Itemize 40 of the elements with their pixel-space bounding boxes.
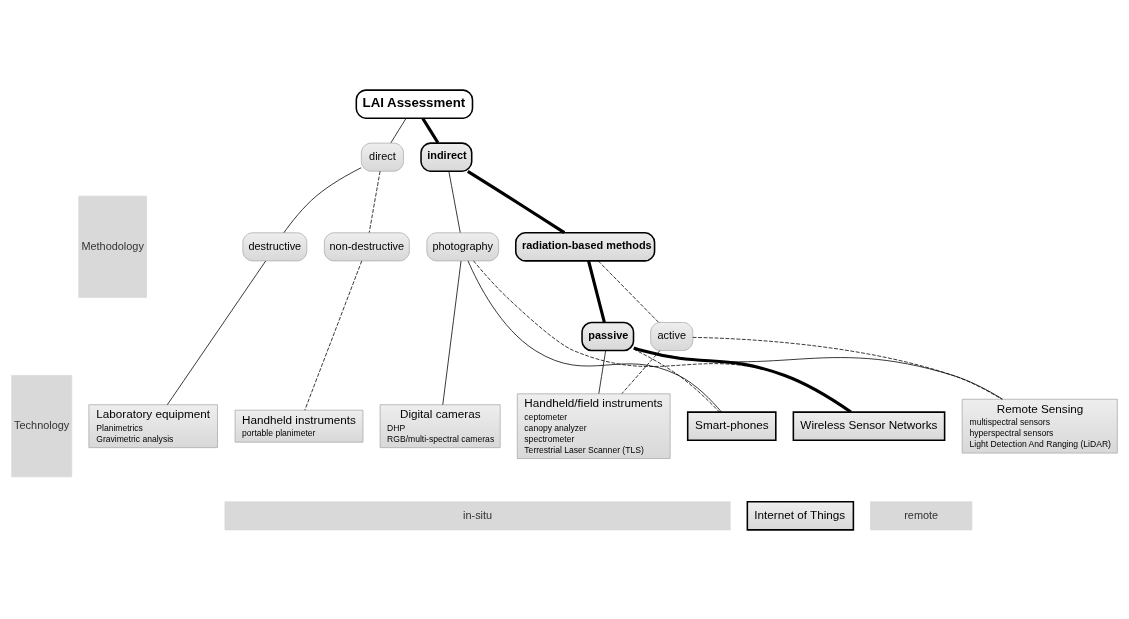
connector	[448, 170, 461, 233]
node-box: Laboratory equipment Planimetrics Gravimetric analysis	[88, 403, 218, 448]
node-box: active	[650, 321, 694, 351]
node-box: destructive	[242, 231, 308, 261]
node-box: Handheld instruments portable planimeter	[234, 409, 364, 443]
connector	[633, 348, 720, 412]
connector	[587, 260, 606, 323]
connector	[368, 170, 381, 233]
node-box: Digital cameras DHP RGB/multi-spectral cameras	[379, 403, 501, 448]
connector	[633, 345, 852, 413]
node-box: passive	[581, 321, 635, 351]
node-box: radiation-based methods	[515, 231, 656, 262]
connector	[633, 347, 1004, 400]
node-box: indirect	[420, 141, 473, 172]
node-box: Remote Sensing multispectral sensors hyperspectral sensors Light Detection And Ranging (LiDAR)	[961, 398, 1118, 453]
node-box: direct	[361, 142, 404, 172]
node-box: Internet of Things	[746, 500, 855, 531]
node-box: Smart-phones	[686, 410, 777, 441]
connector	[421, 117, 440, 144]
node-box: Wireless Sensor Networks	[792, 410, 946, 441]
connector	[692, 336, 1002, 400]
connector	[598, 349, 607, 394]
connector	[597, 260, 659, 323]
connector	[473, 260, 852, 412]
node-box: Methodology	[78, 195, 147, 298]
node-box: non-destructive	[323, 231, 410, 261]
connector	[621, 349, 661, 394]
connector	[466, 169, 566, 234]
connector	[390, 117, 407, 143]
connector	[167, 260, 267, 405]
node-box: in-situ	[224, 500, 731, 530]
connector	[442, 260, 462, 405]
node-box: LAI Assessment	[355, 88, 474, 119]
connector	[304, 260, 363, 410]
node-box: photography	[426, 231, 499, 261]
connector	[283, 166, 362, 233]
node-box: remote	[870, 500, 973, 530]
node-box: Technology	[11, 374, 73, 477]
node-box: Handheld/field instruments ceptometer canopy analyzer spectrometer Terrestrial Laser Scanner (TLS)	[516, 392, 671, 459]
connector	[467, 260, 722, 412]
